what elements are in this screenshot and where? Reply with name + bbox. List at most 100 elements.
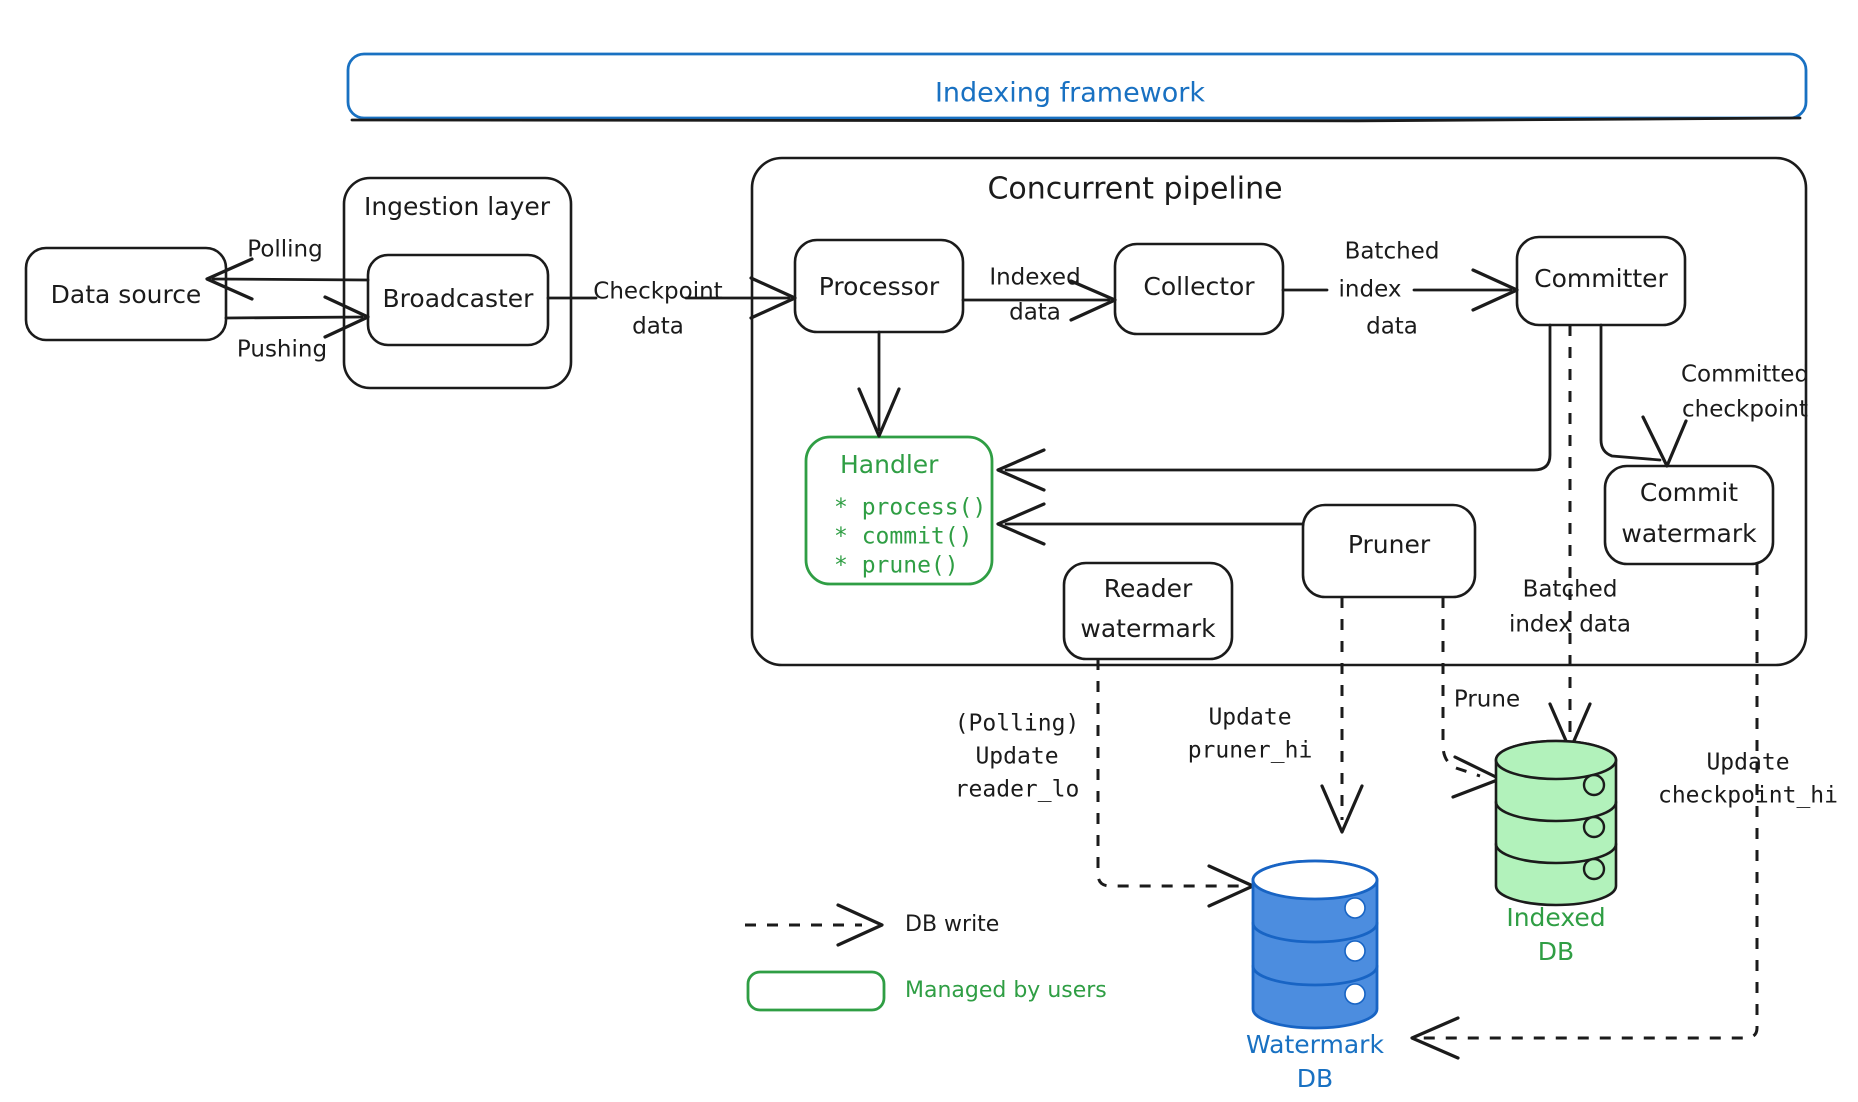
- watermark-db-divider-1: [1251, 921, 1379, 944]
- legend-managed-by-users-label: Managed by users: [905, 978, 1107, 1003]
- indexed-data-line2: data: [1009, 300, 1061, 326]
- checkpoint-arrowhead: [749, 276, 797, 320]
- concurrent-pipeline-box: [750, 156, 1808, 667]
- pruner-hi-arrowhead: [1320, 784, 1364, 834]
- edge-indexed-data: Indexed data: [961, 265, 1117, 326]
- pruner-hi-line2: pruner_hi: [1188, 738, 1313, 764]
- node-pruner[interactable]: Pruner: [1301, 503, 1477, 599]
- ingestion-layer-label: Ingestion layer: [364, 192, 551, 221]
- node-collector[interactable]: Collector: [1113, 242, 1285, 336]
- edge-committer-to-handler: [996, 323, 1552, 492]
- processor-label: Processor: [819, 272, 940, 301]
- batched-top-line2: index: [1339, 277, 1402, 303]
- pushing-line: [224, 315, 364, 320]
- prune-label: Prune: [1454, 687, 1520, 713]
- node-reader-watermark[interactable]: Reader watermark: [1062, 561, 1234, 661]
- concurrent-pipeline-label: Concurrent pipeline: [987, 172, 1282, 207]
- committed-checkpoint-line: [1599, 323, 1662, 462]
- indexed-db-indicator-3: [1582, 857, 1606, 881]
- node-broadcaster[interactable]: Broadcaster: [366, 253, 550, 347]
- watermark-db-divider-2: [1251, 964, 1379, 987]
- edge-processor-to-handler: [857, 330, 901, 438]
- batched-top-line3: data: [1366, 314, 1418, 340]
- legend-item-managed-by-users: Managed by users: [746, 970, 1107, 1012]
- batched-bottom-line2: index data: [1509, 612, 1631, 638]
- pruner-label: Pruner: [1348, 530, 1431, 559]
- handler-method-commit: * commit(): [834, 524, 972, 550]
- edge-checkpoint-data: Checkpoint data: [546, 276, 797, 340]
- handler-method-prune: * prune(): [834, 553, 959, 579]
- committer-label: Committer: [1534, 264, 1668, 293]
- prune-dash: [1441, 597, 1481, 778]
- reader-watermark-label-line2: watermark: [1080, 614, 1216, 643]
- checkpoint-data-line1: Checkpoint: [593, 279, 722, 305]
- framework-banner-label: Indexing framework: [935, 78, 1205, 109]
- commit-watermark-box[interactable]: [1603, 464, 1775, 566]
- node-data-source[interactable]: Data source: [24, 246, 228, 342]
- watermark-db-top: [1251, 859, 1379, 901]
- checkpoint-hi-dash: [1420, 564, 1759, 1040]
- batched-arrowhead: [1471, 268, 1519, 312]
- commit-watermark-label-line2: watermark: [1621, 519, 1757, 548]
- edge-committed-checkpoint: Committed checkpoint: [1599, 323, 1809, 468]
- edge-pruner-to-handler: [996, 502, 1305, 546]
- broadcaster-label: Broadcaster: [383, 284, 535, 313]
- collector-label: Collector: [1143, 272, 1255, 301]
- indexed-db-label-line1: Indexed: [1506, 903, 1605, 932]
- edge-batched-index-data-top: Batched index data: [1281, 239, 1519, 340]
- node-committer[interactable]: Committer: [1515, 235, 1687, 327]
- node-handler[interactable]: Handler * process() * commit() * prune(): [804, 435, 994, 586]
- database-watermark-db[interactable]: Watermark DB: [1246, 859, 1384, 1093]
- checkpoint-hi-line2: checkpoint_hi: [1658, 783, 1838, 809]
- edge-reader-watermark-to-watermark-db: (Polling) Update reader_lo: [955, 659, 1255, 908]
- framework-banner-box: [346, 52, 1808, 120]
- checkpoint-data-line2: data: [632, 314, 684, 340]
- reader-watermark-dash: [1096, 659, 1245, 888]
- watermark-db-label-line2: DB: [1297, 1064, 1333, 1093]
- watermark-db-indicator-3: [1344, 983, 1366, 1005]
- watermark-db-indicator-2: [1344, 940, 1366, 962]
- prune-arrowhead: [1451, 755, 1502, 799]
- handler-method-process: * process(): [834, 495, 986, 521]
- polling-arrowhead: [205, 257, 254, 301]
- indexed-db-divider-1: [1494, 800, 1618, 823]
- legend-dash-arrowhead: [836, 903, 884, 947]
- checkpoint-hi-line1: Update: [1706, 750, 1789, 776]
- node-commit-watermark[interactable]: Commit watermark: [1603, 464, 1775, 566]
- indexed-db-top: [1494, 739, 1618, 781]
- commit-watermark-label-line1: Commit: [1640, 478, 1738, 507]
- committer-handler-arrowhead: [996, 448, 1046, 492]
- watermark-db-indicator-1: [1344, 897, 1366, 919]
- watermark-db-label-line1: Watermark: [1246, 1030, 1384, 1059]
- broadcaster-box[interactable]: [366, 253, 550, 347]
- indexing-framework-banner: Indexing framework: [346, 52, 1808, 124]
- handler-title: Handler: [840, 450, 939, 479]
- indexed-data-arrowhead: [1069, 279, 1117, 322]
- node-processor[interactable]: Processor: [793, 238, 965, 334]
- indexed-data-line1: Indexed: [989, 265, 1080, 291]
- data-source-label: Data source: [51, 280, 202, 309]
- pruner-box[interactable]: [1301, 503, 1477, 599]
- database-indexed-db[interactable]: Indexed DB: [1494, 739, 1618, 966]
- indexed-db-indicator-2: [1582, 815, 1606, 839]
- reader-watermark-box[interactable]: [1062, 561, 1234, 661]
- data-source-box[interactable]: [24, 246, 228, 342]
- edge-prune: Prune: [1441, 597, 1520, 799]
- concurrent-pipeline-group: Concurrent pipeline: [750, 156, 1808, 667]
- pruner-hi-line1: Update: [1208, 705, 1291, 731]
- committed-checkpoint-line2: checkpoint: [1682, 397, 1808, 423]
- reader-lo-line3: reader_lo: [955, 777, 1080, 803]
- edge-update-checkpoint-hi: Update checkpoint_hi: [1410, 564, 1838, 1060]
- pushing-label: Pushing: [237, 337, 327, 363]
- handler-box[interactable]: [804, 435, 994, 586]
- legend-item-db-write: DB write: [745, 903, 999, 947]
- checkpoint-hi-arrowhead: [1410, 1016, 1460, 1060]
- legend: DB write Managed by users: [745, 903, 1107, 1012]
- polling-line: [211, 277, 370, 282]
- legend-green-box: [746, 970, 886, 1012]
- polling-label: Polling: [247, 237, 322, 263]
- edge-pruner-to-watermark-db: Update pruner_hi: [1188, 597, 1364, 834]
- edge-batched-index-data-bottom: Batched index data: [1509, 325, 1631, 752]
